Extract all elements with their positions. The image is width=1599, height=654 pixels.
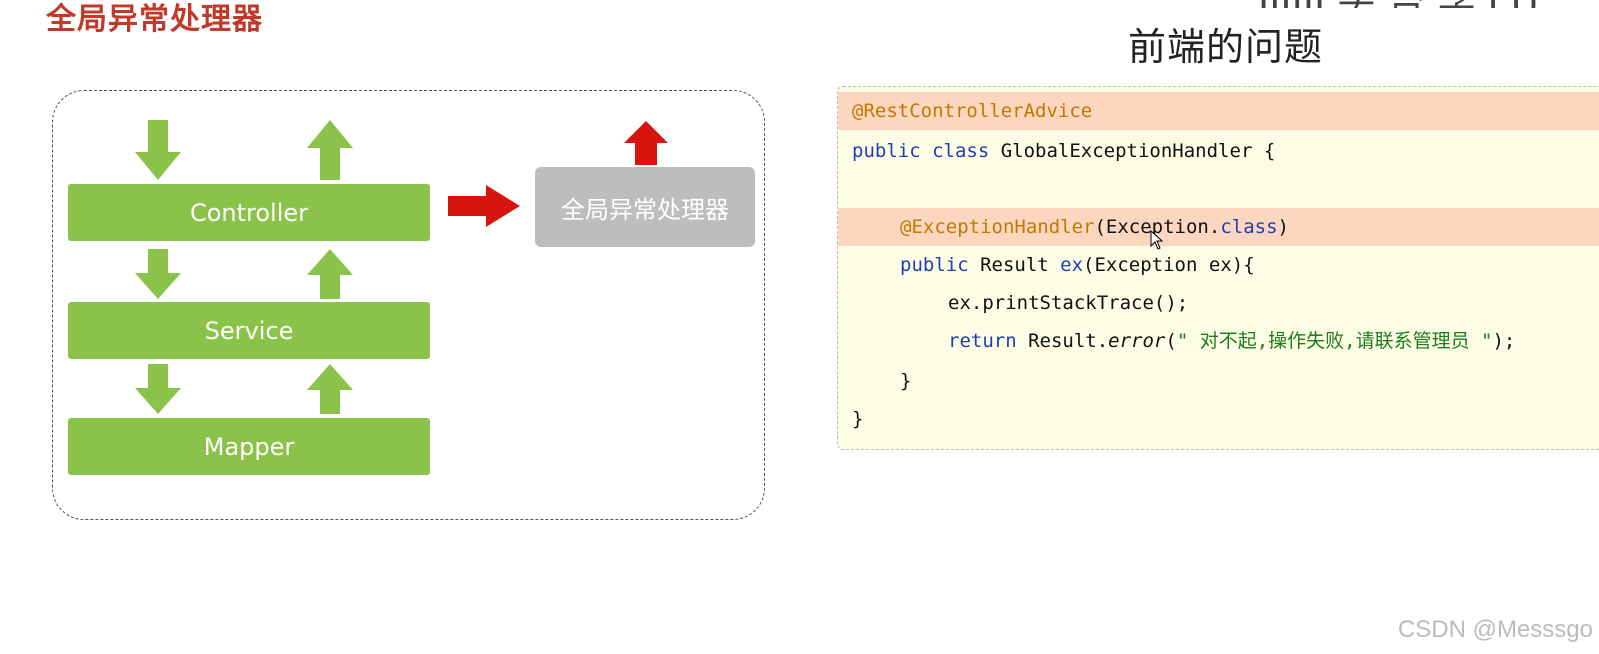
page-title: 全局异常处理器 bbox=[46, 2, 263, 37]
up-arrow-icon bbox=[307, 249, 353, 299]
mouse-cursor-icon bbox=[1150, 230, 1164, 250]
code-line-5: public Result ex(Exception ex){ bbox=[900, 254, 1255, 276]
right-arrow-icon bbox=[448, 185, 520, 227]
code-line-1: @RestControllerAdvice bbox=[838, 92, 1599, 130]
layer-controller: Controller bbox=[68, 184, 430, 241]
code-line-2: public class GlobalExceptionHandler { bbox=[852, 140, 1276, 162]
code-line-7: return Result.error(" 对不起,操作失败,请联系管理员 ")… bbox=[948, 330, 1516, 352]
down-arrow-icon bbox=[135, 249, 181, 299]
code-line-8: } bbox=[900, 370, 912, 392]
architecture-diagram-frame bbox=[52, 90, 765, 520]
code-line-3 bbox=[838, 170, 1599, 208]
up-arrow-icon bbox=[307, 364, 353, 414]
layer-service: Service bbox=[68, 302, 430, 359]
watermark: CSDN @Messsgo bbox=[1397, 616, 1593, 643]
layer-mapper: Mapper bbox=[68, 418, 430, 475]
overlay-subtitle-fragment: JJJJJJ 头 台 学 J U bbox=[1258, 0, 1599, 8]
down-arrow-icon bbox=[135, 120, 181, 180]
down-arrow-icon bbox=[135, 364, 181, 414]
up-arrow-icon bbox=[624, 121, 668, 165]
up-arrow-icon bbox=[307, 120, 353, 180]
code-line-9: } bbox=[852, 408, 864, 430]
overlay-title: 前端的问题 bbox=[1128, 25, 1324, 69]
code-panel: @RestControllerAdvice public class Globa… bbox=[837, 86, 1599, 450]
code-line-4: @ExceptionHandler(Exception.class) bbox=[838, 208, 1599, 246]
code-line-6: ex.printStackTrace(); bbox=[948, 292, 1189, 314]
global-exception-handler-box: 全局异常处理器 bbox=[535, 167, 755, 247]
